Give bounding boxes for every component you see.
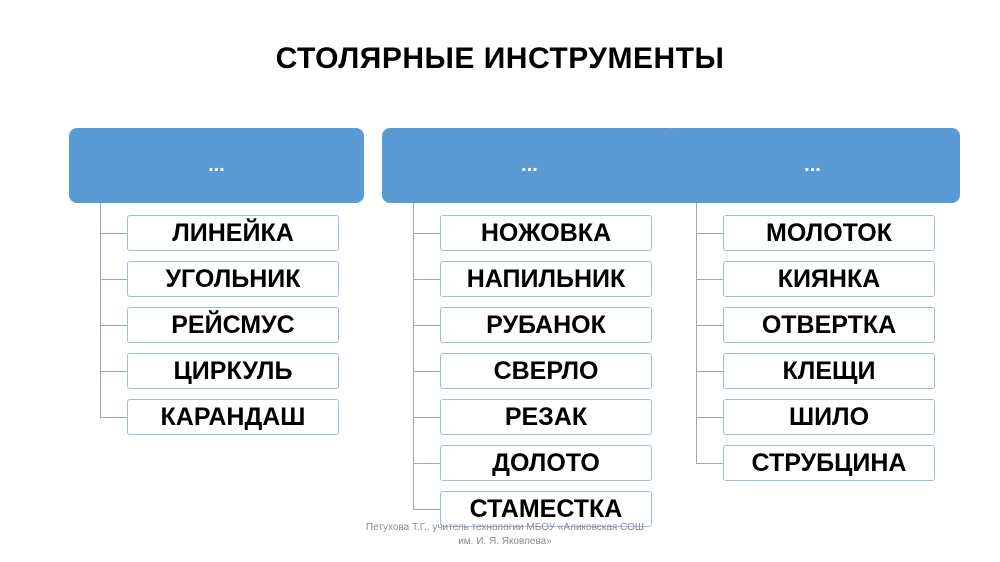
connector-tick <box>696 417 723 418</box>
connector-tick <box>413 279 440 280</box>
tool-item: РУБАНОК <box>440 307 652 343</box>
connector-tick <box>413 463 440 464</box>
connector-tick <box>696 325 723 326</box>
tool-item: КАРАНДАШ <box>127 399 339 435</box>
tool-item: КЛЕЩИ <box>723 353 935 389</box>
author-footer: Петухова Т.Г., учитель технологии МБОУ «… <box>320 521 690 549</box>
connector-tick <box>696 371 723 372</box>
tool-item: НАПИЛЬНИК <box>440 261 652 297</box>
tool-item: ДОЛОТО <box>440 445 652 481</box>
connector-tick <box>696 463 723 464</box>
group-3-connector <box>696 203 697 464</box>
tool-item: МОЛОТОК <box>723 215 935 251</box>
connector-tick <box>413 417 440 418</box>
tool-item: СТАМЕСТКА <box>440 491 652 527</box>
connector-tick <box>100 325 127 326</box>
group-3: ... МОЛОТОК КИЯНКА ОТВЕРТКА КЛЕЩИ ШИЛО СТРУБЦ… <box>665 128 960 481</box>
tool-item: НОЖОВКА <box>440 215 652 251</box>
connector-tick <box>100 233 127 234</box>
tool-item: РЕЙСМУС <box>127 307 339 343</box>
page-title: СТОЛЯРНЫЕ ИНСТРУМЕНТЫ <box>275 42 725 75</box>
connector-tick <box>413 233 440 234</box>
group-1-header: ... <box>69 128 364 203</box>
connector-tick <box>413 371 440 372</box>
group-1-connector <box>100 203 101 418</box>
tool-item: ОТВЕРТКА <box>723 307 935 343</box>
connector-tick <box>696 279 723 280</box>
tool-item: ШИЛО <box>723 399 935 435</box>
tool-item: СТРУБЦИНА <box>723 445 935 481</box>
tool-item: ЦИРКУЛЬ <box>127 353 339 389</box>
connector-tick <box>100 417 127 418</box>
tool-item: КИЯНКА <box>723 261 935 297</box>
group-2-connector <box>413 203 414 510</box>
tool-item: РЕЗАК <box>440 399 652 435</box>
connector-tick <box>100 371 127 372</box>
group-3-header: ... <box>665 128 960 203</box>
tool-item: СВЕРЛО <box>440 353 652 389</box>
connector-tick <box>413 325 440 326</box>
connector-tick <box>100 279 127 280</box>
connector-tick <box>696 233 723 234</box>
group-2: ... НОЖОВКА НАПИЛЬНИК РУБАНОК СВЕРЛО РЕЗАК ДО… <box>382 128 677 527</box>
footer-line-2: им. И. Я. Яковлева» <box>458 536 552 547</box>
group-2-header: ... <box>382 128 677 203</box>
tool-item: УГОЛЬНИК <box>127 261 339 297</box>
group-1: ... ЛИНЕЙКА УГОЛЬНИК РЕЙСМУС ЦИРКУЛЬ КАРАНДА… <box>69 128 364 435</box>
footer-line-1: Петухова Т.Г., учитель технологии МБОУ «… <box>365 522 645 533</box>
tool-item: ЛИНЕЙКА <box>127 215 339 251</box>
connector-tick <box>413 509 440 510</box>
